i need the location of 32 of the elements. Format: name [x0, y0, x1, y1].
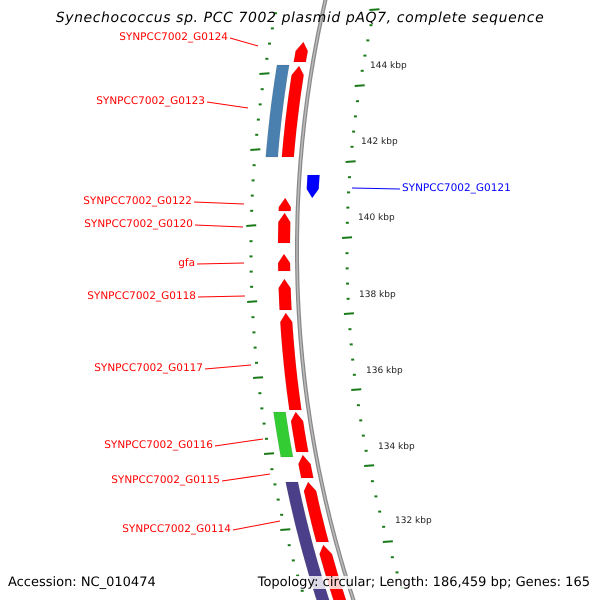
gene-label: SYNPCC7002_G0121 [402, 183, 511, 194]
leader-line [352, 188, 400, 190]
genome-summary: Topology: circular; Length: 186,459 bp; Genes: 165 [258, 576, 590, 588]
scale-label: 136 kbp [366, 366, 403, 376]
scale-label: 142 kbp [361, 138, 398, 146]
scale-label: 134 kbp [378, 442, 415, 452]
gene-label: SYNPCC7002_G0120 [84, 219, 193, 230]
gene-label: SYNPCC7002_G0117 [94, 363, 203, 374]
leader-line [222, 474, 270, 482]
leader-line [230, 38, 258, 46]
leader-line [204, 364, 252, 370]
accession-note: Accession: NC_010474 [8, 576, 156, 588]
gene-label: SYNPCC7002_G0115 [111, 475, 220, 486]
leader-line [196, 262, 244, 264]
leader-line [198, 296, 246, 298]
gene-label: SYNPCC7002_G0114 [122, 524, 231, 534]
scale-label: 140 kbp [358, 214, 395, 222]
gene-label: SYNPCC7002_G0118 [87, 291, 196, 302]
scale-label: 132 kbp [395, 516, 432, 526]
leader-line [214, 438, 264, 446]
leader-line [194, 202, 244, 204]
leader-line [194, 224, 244, 228]
gene-label: SYNPCC7002_G0116 [104, 440, 213, 450]
leader-line [206, 102, 248, 108]
gene-label: gfa [178, 258, 195, 268]
gene-label: SYNPCC7002_G0123 [96, 96, 205, 106]
gene-label: SYNPCC7002_G0122 [83, 196, 192, 206]
map-title: Synechococcus sp. PCC 7002 plasmid pAQ7, complete sequence [56, 11, 544, 25]
gene-label: SYNPCC7002_G0124 [119, 32, 228, 42]
scale-label: 144 kbp [370, 62, 407, 70]
leader-line [232, 520, 280, 530]
scale-label: 138 kbp [359, 290, 396, 300]
